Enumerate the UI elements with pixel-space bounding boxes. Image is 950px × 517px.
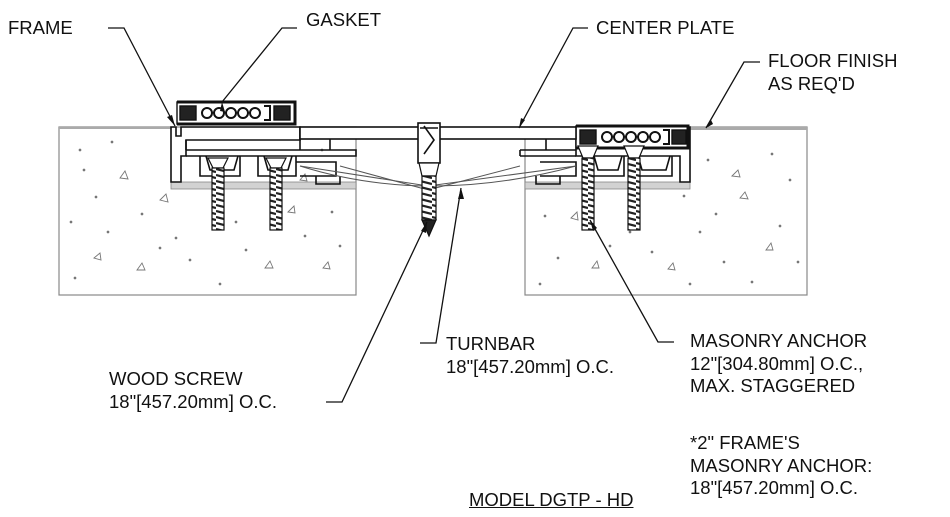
leader-lines: [108, 27, 760, 403]
concrete-slab-right: [524, 126, 808, 296]
masonry-anchor-left-2: [265, 157, 287, 231]
drawing-title: MODEL DGTP - HD: [469, 489, 634, 510]
label-wood-screw-line1: WOOD SCREW: [109, 368, 243, 389]
leader-arrowheads: [167, 102, 713, 233]
center-plate: [299, 122, 577, 164]
label-masonry-anchor-line1: MASONRY ANCHOR: [690, 330, 868, 351]
gasket-left: [176, 100, 297, 126]
label-center-plate: CENTER PLATE: [596, 17, 735, 38]
label-masonry-anchor-line3: MAX. STAGGERED: [690, 375, 856, 396]
label-frame-note-line2: MASONRY ANCHOR:: [690, 454, 873, 476]
wood-screw: [418, 162, 440, 238]
label-floor-finish-line2: AS REQ'D: [768, 72, 855, 94]
label-turnbar-line1: TURNBAR: [446, 333, 536, 354]
masonry-anchor-left-1: [207, 157, 229, 231]
label-frame-note-line1: *2" FRAME'S: [690, 432, 800, 453]
label-masonry-anchor-line2: 12"[304.80mm] O.C.,: [690, 352, 864, 374]
label-masonry-anchor: MASONRY ANCHOR 12"[304.80mm] O.C., MAX. …: [690, 330, 867, 398]
setting-bed-right: [524, 181, 691, 190]
label-floor-finish: FLOOR FINISH AS REQ'D: [768, 50, 898, 95]
setting-bed-left: [170, 181, 357, 190]
gasket-right: [575, 124, 690, 150]
label-turnbar: TURNBAR 18"[457.20mm] O.C.: [446, 333, 614, 378]
label-wood-screw-line2: 18"[457.20mm] O.C.: [109, 390, 277, 412]
label-gasket: GASKET: [306, 9, 382, 30]
concrete-slab-left: [58, 126, 357, 296]
label-frame-note-line3: 18"[457.20mm] O.C.: [690, 477, 858, 498]
label-floor-finish-line1: FLOOR FINISH: [768, 50, 898, 71]
concrete-aggregate: [69, 140, 800, 286]
label-wood-screw: WOOD SCREW 18"[457.20mm] O.C.: [109, 368, 277, 413]
label-turnbar-line2: 18"[457.20mm] O.C.: [446, 355, 614, 377]
label-frame-note: *2" FRAME'S MASONRY ANCHOR: 18"[457.20mm…: [690, 432, 872, 500]
masonry-anchor-right-2: [623, 145, 645, 231]
masonry-anchor-right-1: [577, 145, 599, 231]
frame-left: [170, 126, 357, 185]
label-frame: FRAME: [8, 17, 73, 38]
